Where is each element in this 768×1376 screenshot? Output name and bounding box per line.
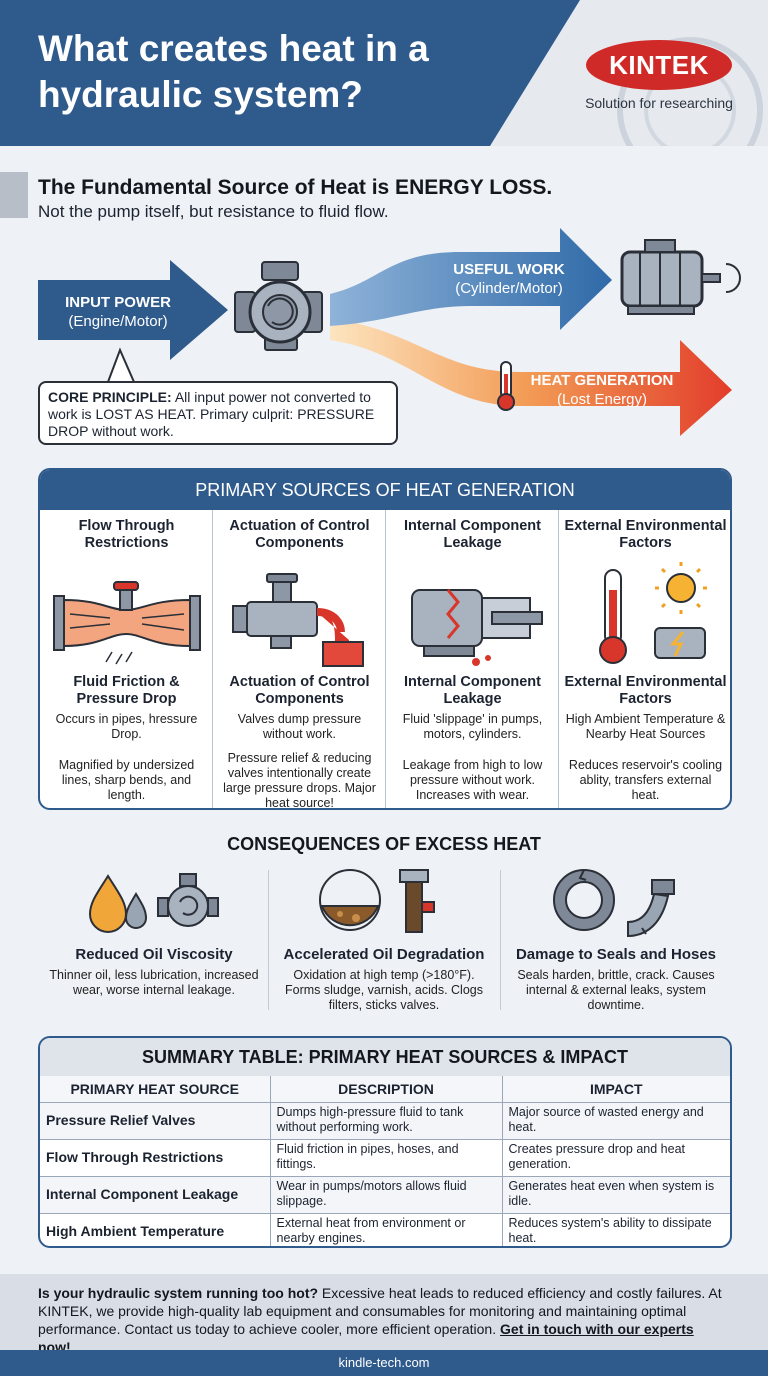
website-link[interactable]: kindle-tech.com [0, 1350, 768, 1376]
heat-generation-sub: (Lost Energy) [556, 391, 648, 408]
divider [268, 870, 269, 1010]
source-column-control: Actuation of Control Components Actuatio… [213, 510, 386, 810]
source-title: External Environmental Factors [564, 518, 727, 551]
useful-work-sub: (Cylinder/Motor) [455, 280, 563, 297]
consequence-heading: Accelerated Oil Degradation [283, 946, 485, 963]
primary-sources-title: PRIMARY SOURCES OF HEAT GENERATION [40, 470, 730, 510]
table-row: Flow Through Restrictions Fluid friction… [40, 1138, 730, 1177]
source-subtitle: External Environmental Factors [564, 674, 727, 707]
cta-question: Is your hydraulic system running too hot… [38, 1285, 319, 1301]
oil-drops-icon [88, 873, 219, 933]
table-cell-source: Internal Component Leakage [40, 1175, 271, 1214]
consequence-heading: Reduced Oil Viscosity [75, 946, 233, 963]
heat-generation-label: HEAT GENERATION (Lost Energy) [524, 371, 680, 409]
source-subtitle: Fluid Friction & Pressure Drop [73, 674, 180, 707]
consequence-seals: Damage to Seals and Hoses Seals harden, … [500, 866, 732, 1016]
energy-flow-diagram [38, 228, 741, 436]
source-title: Flow Through Restrictions [78, 518, 175, 551]
table-cell-description: Fluid friction in pipes, hoses, and fitt… [269, 1138, 503, 1177]
summary-table: PRIMARY HEAT SOURCE DESCRIPTION IMPACT P… [40, 1076, 730, 1246]
source-detail: Reduces reservoir's cooling ablity, tran… [568, 758, 723, 802]
table-cell-description: External heat from environment or nearby… [269, 1212, 503, 1246]
column-header: IMPACT [501, 1076, 730, 1103]
useful-work-title: USEFUL WORK [453, 261, 565, 278]
input-arrow [38, 260, 228, 360]
table-cell-source: Flow Through Restrictions [40, 1138, 271, 1177]
motor-icon [620, 239, 741, 315]
cta-text: Excessive heat leads to reduced efficien… [38, 1285, 722, 1337]
source-desc: Fluid 'slippage' in pumps, motors, cylin… [402, 712, 543, 741]
intro-subheading: Not the pump itself, but resistance to f… [38, 202, 389, 221]
pump-icon [234, 261, 323, 351]
table-row: Pressure Relief Valves Dumps high-pressu… [40, 1101, 730, 1140]
table-header-row: PRIMARY HEAT SOURCE DESCRIPTION IMPACT [40, 1076, 730, 1103]
call-to-action: Is your hydraulic system running too hot… [0, 1274, 768, 1355]
source-detail: Magnified by undersized lines, sharp ben… [58, 758, 195, 802]
source-subtitle: Internal Component Leakage [404, 674, 541, 707]
useful-work-label: USEFUL WORK (Cylinder/Motor) [436, 260, 582, 298]
consequences-title: CONSEQUENCES OF EXCESS HEAT [227, 834, 541, 854]
seal-hose-icon [553, 869, 675, 938]
table-cell-description: Dumps high-pressure fluid to tank withou… [269, 1101, 503, 1140]
input-power-sub: (Engine/Motor) [68, 313, 168, 330]
divider [500, 870, 501, 1010]
core-principle-text: All input power not converted to work is… [48, 389, 375, 439]
kintek-logo[interactable]: KINTEK [586, 40, 732, 90]
pump-cutaway-icon [411, 589, 543, 666]
table-cell-impact: Generates heat even when system is idle. [501, 1175, 730, 1214]
source-title: Internal Component Leakage [404, 518, 541, 551]
consequence-desc: Seals harden, brittle, crack. Causes int… [517, 968, 715, 1012]
summary-table-panel: SUMMARY TABLE: PRIMARY HEAT SOURCES & IM… [38, 1036, 732, 1248]
thermometer-icon [497, 361, 515, 411]
input-power-label: INPUT POWER (Engine/Motor) [50, 293, 186, 331]
pipe-restriction-icon [53, 581, 201, 665]
consequence-viscosity: Reduced Oil Viscosity Thinner oil, less … [38, 866, 270, 1016]
summary-table-title: SUMMARY TABLE: PRIMARY HEAT SOURCES & IM… [40, 1038, 730, 1076]
consequence-heading: Damage to Seals and Hoses [515, 946, 717, 963]
useful-work-arrow [330, 228, 612, 330]
consequence-desc: Oxidation at high temp (>180°F). Forms s… [285, 968, 483, 1012]
callout-pointer [106, 347, 136, 383]
table-row: Internal Component Leakage Wear in pumps… [40, 1175, 730, 1214]
source-column-leakage: Internal Component Leakage Internal Comp… [386, 510, 559, 808]
column-header: PRIMARY HEAT SOURCE [40, 1076, 271, 1103]
heat-generation-title: HEAT GENERATION [530, 372, 674, 389]
table-cell-description: Wear in pumps/motors allows fluid slippa… [269, 1175, 503, 1214]
source-desc: High Ambient Temperature & Nearby Heat S… [565, 712, 726, 741]
table-cell-impact: Major source of wasted energy and heat. [501, 1101, 730, 1140]
primary-sources-panel: PRIMARY SOURCES OF HEAT GENERATION Flow … [38, 468, 732, 810]
column-header: DESCRIPTION [269, 1076, 503, 1103]
core-principle-callout: CORE PRINCIPLE: All input power not conv… [38, 381, 398, 445]
source-detail: Leakage from high to low pressure withou… [402, 758, 543, 802]
input-power-title: INPUT POWER [65, 294, 171, 311]
source-column-environment: External Environmental Factors External … [559, 510, 730, 808]
table-cell-source: High Ambient Temperature [40, 1212, 271, 1246]
source-title: Actuation of Control Components [229, 518, 370, 551]
source-desc: Occurs in pipes, hressure Drop. [55, 712, 198, 741]
source-desc: Valves dump pressure without work. [237, 712, 362, 741]
table-row: High Ambient Temperature External heat f… [40, 1212, 730, 1246]
header-background [0, 0, 763, 146]
consequence-desc: Thinner oil, less lubrication, increased… [49, 968, 259, 997]
header-banner: What creates heat in a hydraulic system?… [0, 0, 768, 146]
table-cell-source: Pressure Relief Valves [40, 1101, 271, 1140]
source-column-restrictions: Flow Through Restrictions Fluid Friction… [40, 510, 213, 808]
intro-heading: The Fundamental Source of Heat is ENERGY… [38, 176, 553, 199]
environment-heat-icon [599, 562, 707, 664]
source-subtitle: Actuation of Control Components [229, 674, 370, 707]
consequence-degradation: Accelerated Oil Degradation Oxidation at… [268, 866, 500, 1016]
sludge-filter-icon [319, 869, 435, 933]
table-cell-impact: Creates pressure drop and heat generatio… [501, 1138, 730, 1177]
table-cell-impact: Reduces system's ability to dissipate he… [501, 1212, 730, 1246]
brand-tagline: Solution for researching [585, 95, 733, 111]
heat-arrow [330, 318, 732, 436]
accent-bar [0, 172, 28, 218]
source-detail: Pressure relief & reducing valves intent… [223, 751, 376, 810]
valve-icon [232, 573, 364, 667]
page-title: What creates heat in a hydraulic system? [38, 28, 429, 115]
core-principle-label: CORE PRINCIPLE: [48, 389, 172, 405]
